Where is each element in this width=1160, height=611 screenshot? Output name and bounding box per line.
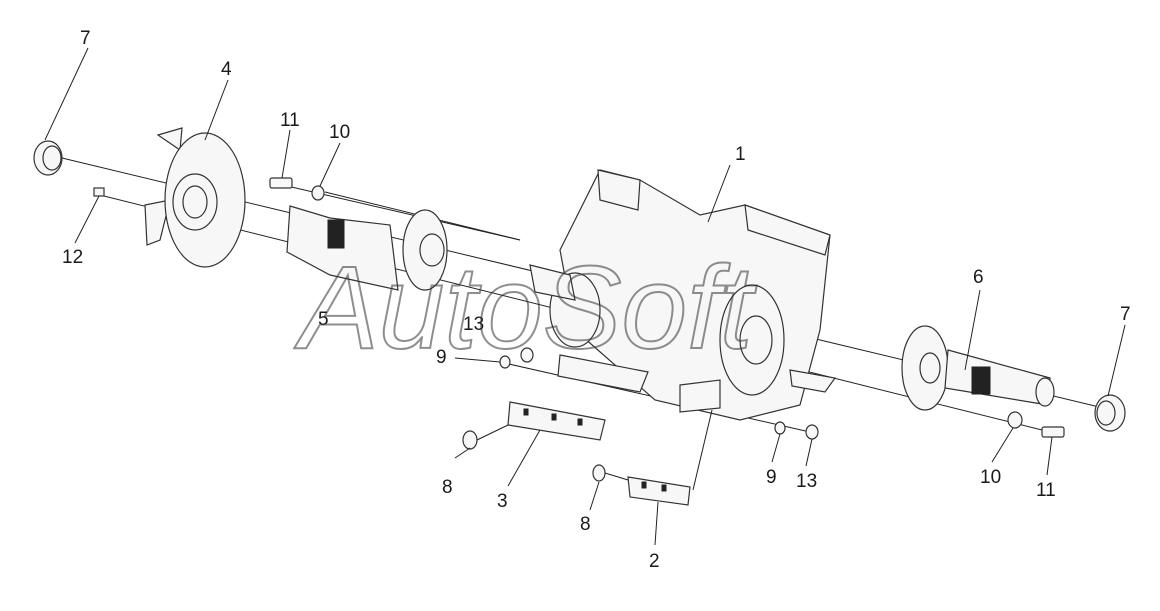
part-13-nut-left [520,347,534,363]
callout-10-upper: 10 [329,122,350,143]
callout-9-right: 9 [766,467,777,488]
part-5-left-shaft [286,205,448,291]
callout-5: 5 [318,309,329,330]
part-9-washer-right [774,421,786,435]
part-8-bolt-left [462,424,509,450]
callout-3: 3 [497,491,508,512]
callout-labels: 1 2 3 4 5 6 7 7 8 8 9 9 10 10 11 11 12 1… [62,28,1131,572]
callout-9-left: 9 [436,347,447,368]
part-11-bolt-lower [1041,426,1065,438]
callout-2: 2 [649,551,660,572]
part-7-left-ring [33,140,63,176]
callout-7-left: 7 [80,28,91,49]
callout-4: 4 [221,59,232,80]
callout-8-right: 8 [580,514,591,535]
part-10-washer-lower [1007,411,1023,429]
callout-11-upper: 11 [280,110,300,131]
part-4-disc [144,127,246,268]
callout-12: 12 [62,247,83,268]
callout-1: 1 [735,144,746,165]
part-8-bolt-right [592,464,629,482]
callout-8-left: 8 [442,477,453,498]
part-6-right-shaft [901,325,1055,411]
part-2-small-plate [627,476,691,506]
part-3-blade-plate [507,401,606,441]
part-10-washer-upper [311,185,325,201]
part-12-bolt [93,187,105,197]
part-13-nut-right [805,424,819,440]
callout-10-lower: 10 [980,467,1001,488]
callout-13-right: 13 [796,471,817,492]
part-1-frame [529,169,837,421]
part-7-right-ring [1094,394,1126,432]
callout-7-right: 7 [1120,304,1131,325]
leader-lines [44,47,1126,546]
part-11-bolt-upper [269,177,293,189]
callout-11-lower: 11 [1036,480,1056,501]
watermark-text: AutoSoft [294,242,757,374]
callout-13-left: 13 [463,314,484,335]
callout-6: 6 [973,267,984,288]
